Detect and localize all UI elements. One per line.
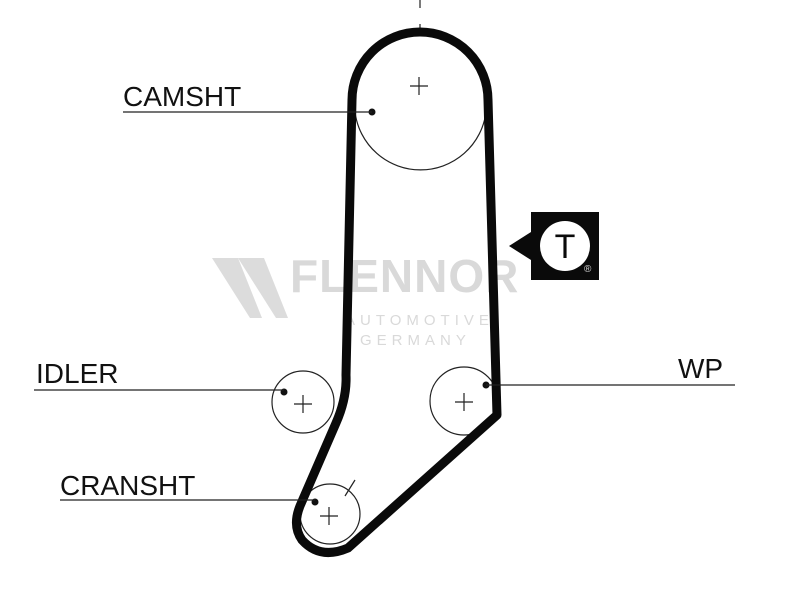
idler-label: IDLER: [36, 358, 118, 389]
camshaft-pulley: [354, 0, 487, 171]
watermark-line1: AUTOMOTIVE: [345, 312, 494, 329]
camshaft-label: CAMSHT: [123, 81, 241, 112]
crankshaft-timing-mark: [344, 479, 356, 497]
idler-pulley-circle: [271, 370, 335, 434]
crankshaft-center-icon: [320, 507, 338, 525]
tensioner-label: T: [555, 228, 576, 266]
water-pump-label: WP: [678, 353, 723, 384]
watermark: FLENNOR AUTOMOTIVE GERMANY: [212, 250, 519, 349]
tensioner-marker-icon: T ®: [509, 212, 599, 280]
watermark-logo-icon: [212, 258, 262, 318]
water-pump-center-icon: [455, 393, 473, 411]
crankshaft-label: CRANSHT: [60, 470, 195, 501]
timing-belt: [292, 27, 502, 557]
camshaft-pulley-arc: [354, 111, 487, 171]
idler-pulley: [271, 370, 335, 434]
watermark-brand: FLENNOR: [290, 250, 519, 302]
camshaft-center-icon: [410, 77, 428, 95]
watermark-logo-icon: [238, 258, 288, 318]
watermark-line2: GERMANY: [360, 332, 471, 349]
idler-center-icon: [294, 395, 312, 413]
watermark-registered-mark: ®: [584, 264, 592, 275]
